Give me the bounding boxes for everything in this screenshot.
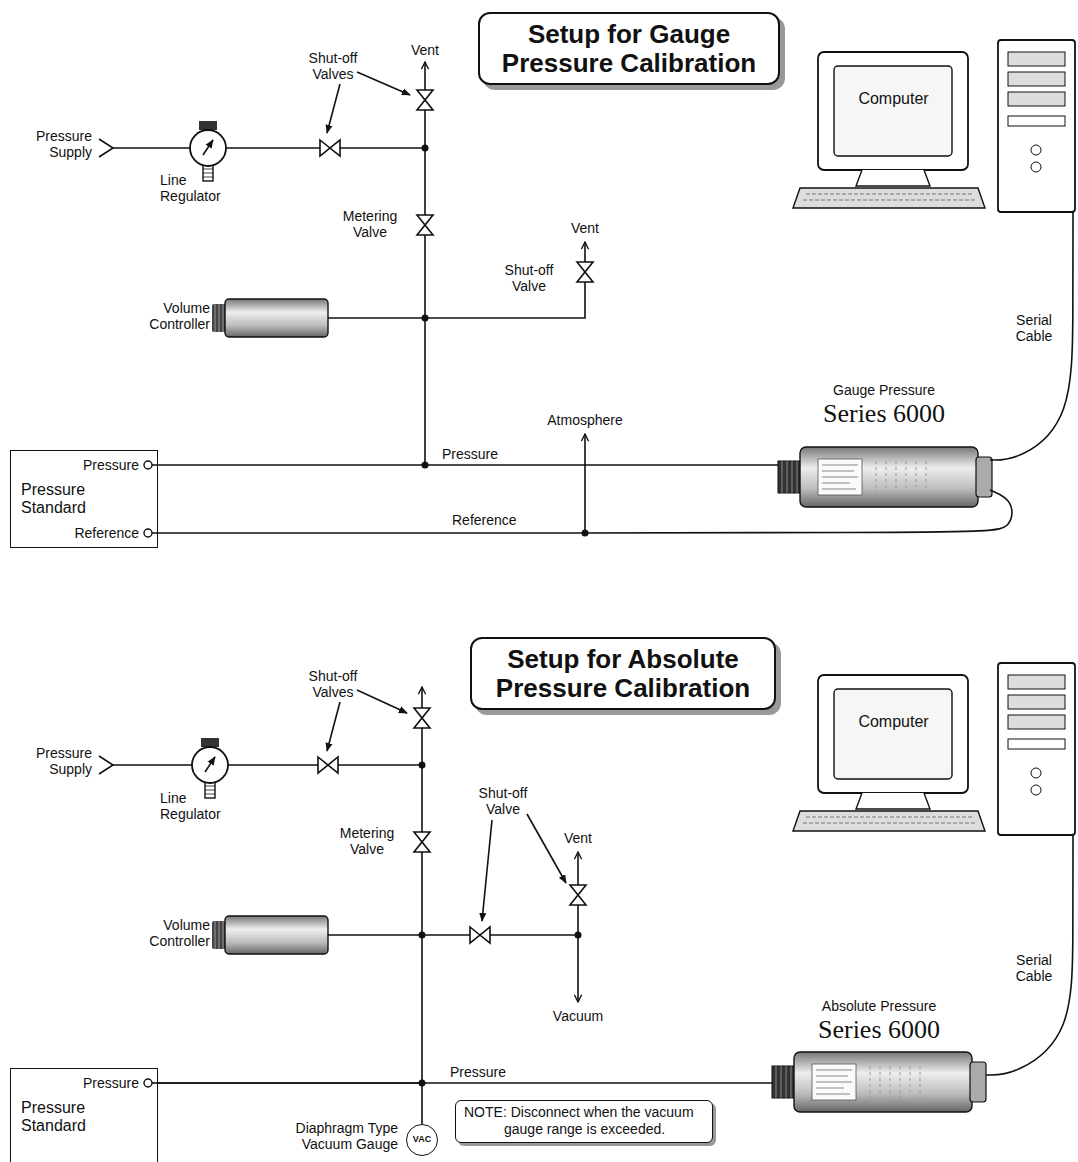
junction-dot [419,762,426,769]
gauge-face-text: VAC [407,1125,437,1154]
volume-controller [212,299,328,337]
reference-line [158,490,1012,533]
supply-pipe [113,764,422,766]
line-label: Pressure [448,1064,508,1080]
title-text: Setup for Gauge Pressure Calibration [490,20,768,77]
regulator-label: Line Regulator [160,790,232,822]
model-caption: Absolute Pressure [772,998,986,1015]
gauge-label: Diaphragm Type Vacuum Gauge [248,1120,398,1152]
transducer-figure [778,447,992,507]
shutoff-valve [570,885,586,905]
gauge-setup-piping [99,62,585,533]
pressure-line [158,464,778,466]
shutoff-valve [577,262,593,282]
line-label: Pressure [440,446,500,462]
atmosphere-pipe [584,434,586,533]
leader-line [327,84,340,133]
regulator-label: Line Regulator [160,172,232,204]
valve-label: Shut-off Valves [300,668,366,700]
computer-label: Computer [835,713,952,731]
shutoff-valve [320,140,340,156]
port-label: Pressure [83,457,139,473]
valve-label: Metering Valve [335,208,405,240]
leader-line [527,814,566,883]
gauge-setup-parts [144,40,1075,537]
port-label: Reference [74,525,139,541]
serial-cable [986,835,1073,1075]
line-regulator [190,121,226,181]
port [144,529,152,537]
line-label: Serial Cable [1006,312,1062,344]
valve-label: Shut-off Valve [470,785,536,817]
junction-dot [422,315,429,322]
junction-dot [422,145,429,152]
transducer: Absolute PressureSeries 6000 [772,998,986,1112]
junction-dot [419,932,426,939]
atmosphere-label: Atmosphere [535,412,635,428]
computer-figure [793,663,1075,835]
leader-line [357,72,410,95]
gauge-line [158,1083,422,1124]
computer: Computer [790,40,1076,212]
series-name: Series 6000 [772,1015,986,1045]
main-pipe [421,687,423,1083]
junction-dot [575,932,582,939]
supply-pipe [113,147,425,149]
port-label: Pressure [83,1075,139,1091]
note-text: NOTE: Disconnect when the vacuum gauge r… [504,1104,704,1138]
metering-valve [414,832,430,852]
serial-cable [990,212,1073,460]
pressure-standard-box: PressurePressure Standard [10,1068,158,1162]
port [144,1079,152,1087]
main-pipe [424,62,426,465]
title-box: Setup for Absolute Pressure Calibration [470,637,776,710]
transducer: Gauge PressureSeries 6000 [778,382,990,510]
controller-label: Volume Controller [138,300,210,332]
computer-figure [793,40,1075,212]
title-box: Setup for Gauge Pressure Calibration [478,12,780,85]
supply-label: Pressure Supply [20,745,92,777]
line-label: Reference [450,512,519,528]
line-regulator [192,738,228,798]
vacuum-gauge: VAC [406,1124,438,1156]
line-label: Serial Cable [1006,952,1062,984]
leader-line [327,702,340,751]
leader-line [482,820,492,921]
branch-pipe [328,934,578,936]
note-box: NOTE: Disconnect when the vacuum gauge r… [455,1100,713,1143]
metering-valve [417,215,433,235]
vent-label: Vent [400,42,450,58]
volume-controller [212,916,328,954]
shutoff-valve [417,90,433,110]
standard-label: Pressure Standard [21,481,131,518]
supply-inlet [99,139,113,157]
valve-label: Metering Valve [332,825,402,857]
valve-label: Shut-off Valves [300,50,366,82]
model-caption: Gauge Pressure [778,382,990,399]
vent-label: Vent [553,830,603,846]
vacuum-label: Vacuum [540,1008,616,1024]
shutoff-valve [470,927,490,943]
pressure-standard-box: PressurePressure StandardReference [10,450,158,548]
supply-label: Pressure Supply [20,128,92,160]
port [144,461,152,469]
vacuum-pipe [577,935,579,1002]
standard-label: Pressure Standard [21,1099,131,1136]
absolute-setup-piping [99,687,578,1083]
valve-label: Shut-off Valve [498,262,560,294]
absolute-setup-parts [144,663,1075,1112]
leader-line [357,690,407,713]
shutoff-valve [318,757,338,773]
computer-label: Computer [835,90,952,108]
controller-label: Volume Controller [138,917,210,949]
supply-inlet [99,756,113,774]
vent-label: Vent [560,220,610,236]
series-name: Series 6000 [778,399,990,429]
vent-pipe [328,242,585,318]
transducer-figure [772,1052,986,1112]
title-text: Setup for Absolute Pressure Calibration [482,645,764,702]
computer: Computer [790,663,1076,835]
shutoff-valve [414,708,430,728]
